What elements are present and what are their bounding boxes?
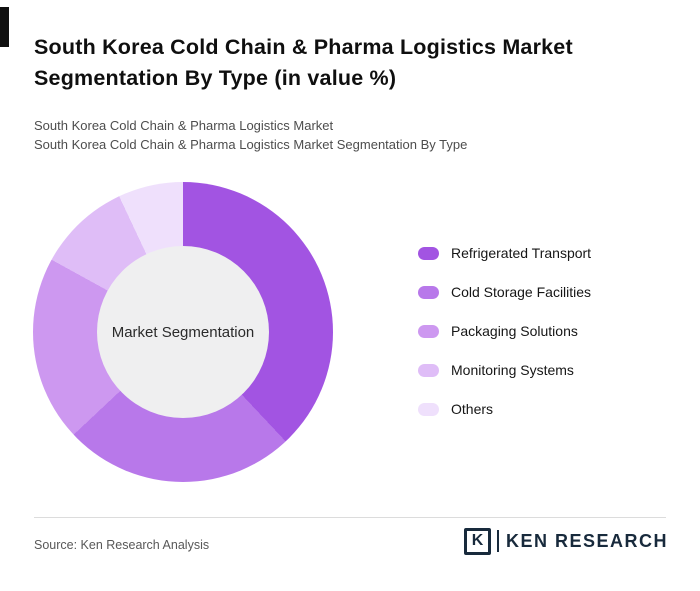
- legend-item-packaging-solutions: Packaging Solutions: [418, 323, 591, 339]
- donut-chart-hole: Market Segmentation: [97, 246, 269, 418]
- page-title: South Korea Cold Chain & Pharma Logistic…: [34, 35, 573, 90]
- logo-divider: [496, 530, 499, 552]
- legend-label-others: Others: [451, 401, 494, 417]
- legend-item-cold-storage-facilities: Cold Storage Facilities: [418, 284, 592, 300]
- legend-label-monitoring-systems: Monitoring Systems: [451, 362, 574, 378]
- legend-label-refrigerated-transport: Refrigerated Transport: [451, 245, 592, 261]
- logo-text: KEN RESEARCH: [505, 530, 668, 551]
- legend-label-packaging-solutions: Packaging Solutions: [451, 323, 578, 339]
- legend-item-monitoring-systems: Monitoring Systems: [418, 362, 591, 378]
- chart-legend: Refrigerated Transport Cold Storage Faci…: [418, 245, 592, 417]
- corner-mark: [0, 7, 9, 47]
- legend-item-others: Others: [418, 401, 591, 417]
- donut-chart: Market Segmentation: [33, 182, 333, 482]
- logo-k-icon: K: [463, 527, 491, 555]
- legend-item-refrigerated-transport: Refrigerated Transport: [418, 245, 592, 261]
- legend-swatch-refrigerated-transport: [418, 246, 439, 260]
- donut-center-label: Market Segmentation: [111, 323, 255, 341]
- legend-swatch-packaging-solutions: [418, 324, 439, 338]
- legend-swatch-cold-storage-facilities: [418, 285, 439, 299]
- legend-label-cold-storage-facilities: Cold Storage Facilities: [451, 284, 592, 300]
- legend-swatch-others: [418, 402, 439, 416]
- ken-research-logo: K KEN RESEARCH: [463, 526, 668, 556]
- legend-swatch-monitoring-systems: [418, 363, 439, 377]
- subtitle-block: South Korea Cold Chain & Pharma Logistic…: [34, 116, 467, 154]
- source-text: Source: Ken Research Analysis: [34, 538, 210, 552]
- subtitle-line-2: South Korea Cold Chain & Pharma Logistic…: [34, 137, 468, 152]
- subtitle-line-1: South Korea Cold Chain & Pharma Logistic…: [34, 118, 334, 133]
- footer-divider: [34, 517, 666, 518]
